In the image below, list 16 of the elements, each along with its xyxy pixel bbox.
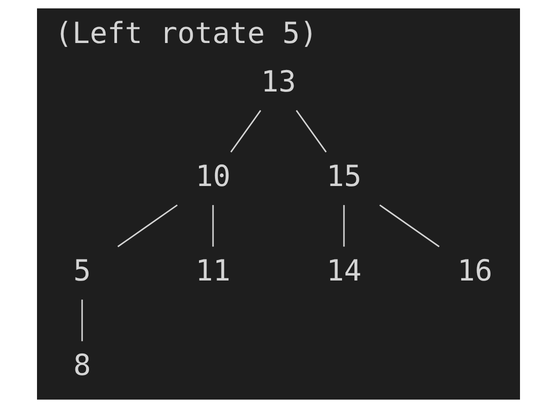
node-text: 16 bbox=[456, 253, 492, 288]
node-text: 11 bbox=[195, 253, 230, 288]
connector bbox=[230, 110, 261, 152]
node-text: 15 bbox=[326, 158, 361, 193]
node-text: 10 bbox=[195, 158, 230, 193]
connector bbox=[116, 204, 178, 248]
node-text: 14 bbox=[326, 253, 361, 288]
connector bbox=[342, 205, 344, 247]
connector bbox=[378, 204, 440, 248]
diagram-title: (Left rotate 5) bbox=[54, 16, 317, 50]
node-text: 5 bbox=[72, 253, 90, 288]
node-text: 8 bbox=[72, 348, 90, 382]
connector bbox=[212, 205, 214, 247]
connector bbox=[295, 110, 326, 152]
node-text: 13 bbox=[260, 64, 296, 98]
connector bbox=[80, 300, 82, 342]
